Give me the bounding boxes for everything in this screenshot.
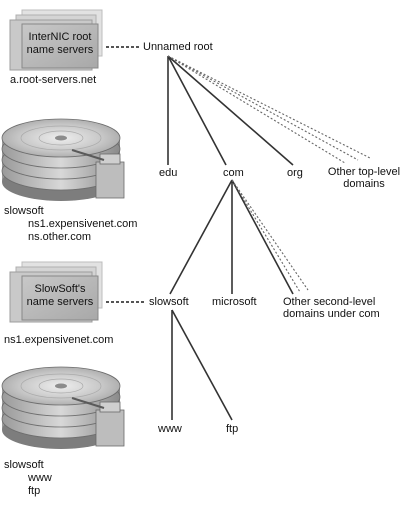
- root-server-host: a.root-servers.net: [10, 74, 97, 86]
- root-servers-line2: name servers: [26, 44, 94, 56]
- slowsoft-server-host: ns1.expensivenet.com: [4, 334, 114, 346]
- com-other-edges: [231, 179, 309, 293]
- root-other-edges: [167, 55, 371, 164]
- tld-edu: edu: [159, 167, 178, 179]
- root-servers-line1: InterNIC root: [28, 31, 92, 43]
- slowsoft-db-ftp: ftp: [28, 485, 41, 497]
- tld-other-line2: domains: [343, 178, 385, 190]
- slowsoft-server-stack-icon: [9, 261, 103, 323]
- second-level-other-label: Other second-level domains under com: [283, 296, 380, 320]
- com-db-zone: slowsoft: [4, 205, 44, 217]
- second-level-other-line1: Other second-level: [283, 296, 376, 308]
- root-server-stack-icon: [9, 9, 103, 71]
- host-www: www: [158, 423, 182, 435]
- com-db-ns2: ns.other.com: [28, 231, 91, 243]
- slowsoft-servers-line2: name servers: [26, 296, 94, 308]
- slowsoft-database-icon: [1, 366, 125, 449]
- com-tree-edges: [169, 179, 294, 295]
- second-level-other-line2: domains under com: [283, 308, 380, 320]
- slowsoft-tree-edges: [171, 309, 233, 421]
- root-tree-edges: [167, 55, 294, 166]
- com-db-ns1: ns1.expensivenet.com: [28, 218, 138, 230]
- slowsoft-servers-line1: SlowSoft's: [34, 283, 86, 295]
- tld-other-label: Other top-level domains: [325, 166, 403, 190]
- second-level-slowsoft: slowsoft: [149, 296, 189, 308]
- tld-org: org: [287, 167, 303, 179]
- unnamed-root-label: Unnamed root: [143, 41, 213, 53]
- slowsoft-db-www: www: [28, 472, 52, 484]
- root-servers-label: InterNIC root name servers: [22, 31, 98, 57]
- slowsoft-db-zone: slowsoft: [4, 459, 44, 471]
- com-database-icon: [1, 118, 125, 201]
- host-ftp: ftp: [226, 423, 239, 435]
- second-level-microsoft: microsoft: [212, 296, 257, 308]
- tld-other-line1: Other top-level: [327, 166, 401, 178]
- slowsoft-servers-label: SlowSoft's name servers: [22, 283, 98, 309]
- tld-com: com: [223, 167, 244, 179]
